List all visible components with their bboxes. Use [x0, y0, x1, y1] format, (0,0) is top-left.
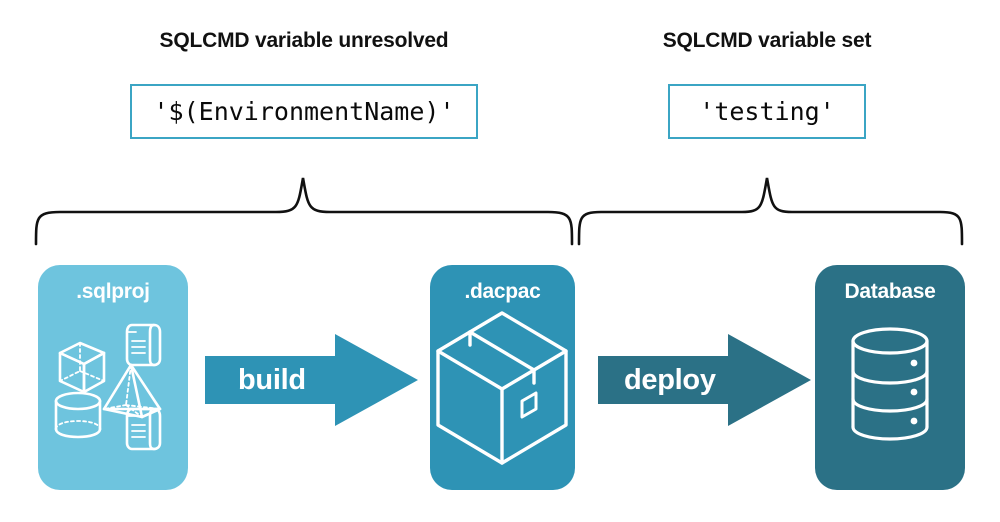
database-cylinder-icon	[851, 327, 929, 441]
arrow-build: build	[205, 330, 420, 430]
arrow-build-shape	[205, 334, 418, 426]
card-database-label: Database	[844, 280, 936, 303]
arrow-build-label: build	[238, 363, 306, 396]
brace-left	[34, 177, 574, 246]
card-sqlproj[interactable]: .sqlproj	[38, 265, 188, 490]
variable-value-box-set: 'testing'	[668, 84, 866, 139]
sqlproj-objects-icon	[54, 323, 162, 451]
card-database[interactable]: Database	[815, 265, 965, 490]
brace-group	[34, 177, 964, 246]
package-box-icon	[436, 311, 568, 465]
brace-right	[577, 177, 964, 246]
arrow-deploy-shape	[598, 334, 811, 426]
card-dacpac-label: .dacpac	[464, 280, 541, 303]
card-sqlproj-label: .sqlproj	[76, 280, 150, 303]
arrow-deploy: deploy	[598, 330, 813, 430]
section-title-set: SQLCMD variable set	[662, 29, 872, 52]
variable-value-box-unresolved: '$(EnvironmentName)'	[130, 84, 478, 139]
card-dacpac[interactable]: .dacpac	[430, 265, 575, 490]
arrow-deploy-label: deploy	[624, 363, 716, 396]
section-title-unresolved: SQLCMD variable unresolved	[159, 29, 449, 52]
